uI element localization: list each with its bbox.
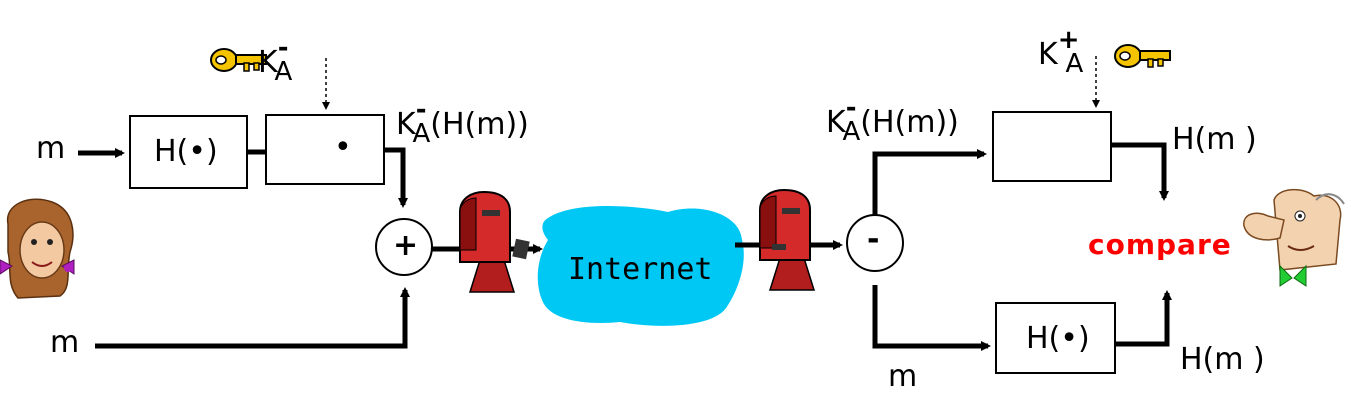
arrow-icon [872, 285, 991, 351]
compare-label: compare [1088, 228, 1232, 261]
sender-hash-label: H(•) [154, 134, 218, 169]
internet-cloud [537, 206, 744, 326]
sender-message-label: m [36, 131, 66, 166]
sender-encrypt-dot: • [334, 130, 352, 165]
receiver-hash-output-label: H(m ) [1180, 342, 1265, 377]
mailbox-icon [759, 188, 816, 291]
sender-combine-symbol: + [393, 228, 419, 263]
sender-private-key-label: K-A [258, 33, 293, 87]
sender-signed-output-label: K-A(H(m)) [396, 95, 529, 149]
receiver-split-symbol: - [867, 222, 880, 257]
arrow-icon [872, 149, 987, 215]
arrow-icon [95, 287, 410, 349]
bob-icon [1243, 188, 1345, 287]
receiver-message-label: m [888, 359, 918, 394]
receiver-hash-label: H(•) [1026, 321, 1090, 356]
receiver-public-key-label: K+A [1038, 25, 1084, 79]
mailbox-icon [459, 190, 530, 293]
arrow-icon [1111, 142, 1169, 201]
alice-icon [0, 198, 75, 299]
arrow-icon [384, 147, 408, 208]
internet-label: Internet [568, 252, 713, 287]
receiver-signed-input-label: K-A(H(m)) [826, 93, 959, 147]
receiver-hash-box [995, 302, 1116, 374]
receiver-decrypt-box [992, 111, 1112, 182]
sender-encrypt-box [265, 114, 385, 185]
receiver-decrypt-output-label: H(m ) [1172, 122, 1257, 157]
key-icon [210, 48, 267, 72]
key-icon [1114, 44, 1171, 68]
arrow-icon [1115, 290, 1172, 347]
sender-lower-message-label: m [50, 325, 80, 360]
